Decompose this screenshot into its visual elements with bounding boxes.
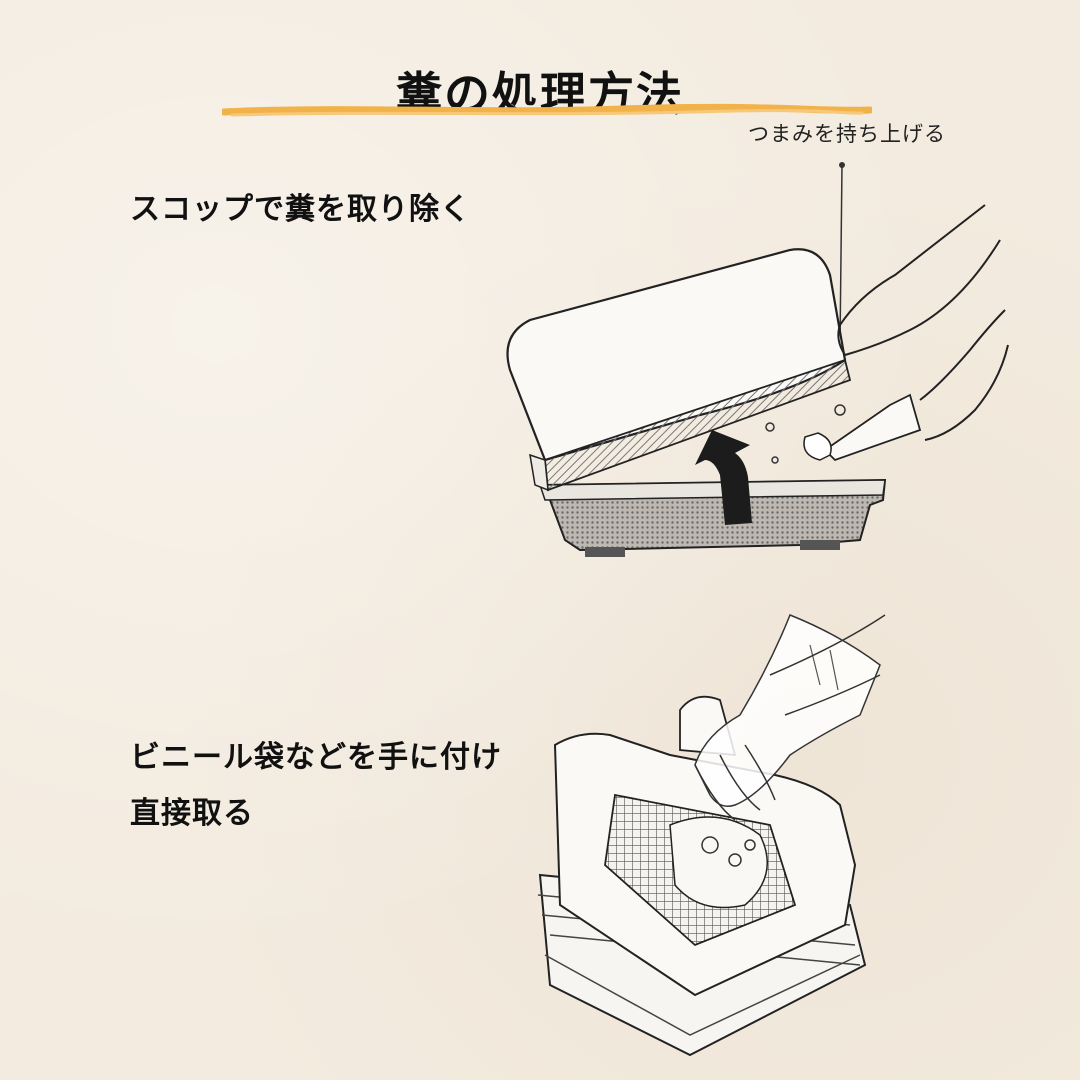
litter-box-lid-lifted-scoop-illustration <box>506 162 1009 557</box>
litter-box-gloved-hand-illustration <box>537 614 886 1057</box>
step-2-line-1: ビニール袋などを手に付け <box>130 740 502 775</box>
step-1-line-1: スコップで糞を取り除く <box>130 192 471 227</box>
step-2-line-2: 直接取る <box>130 796 254 831</box>
step-1-text: スコップで糞を取り除く <box>130 182 471 238</box>
title-underline <box>222 103 872 117</box>
step-2-text: ビニール袋などを手に付け 直接取る <box>130 730 502 842</box>
lift-knob-caption: つまみを持ち上げる <box>748 122 946 146</box>
